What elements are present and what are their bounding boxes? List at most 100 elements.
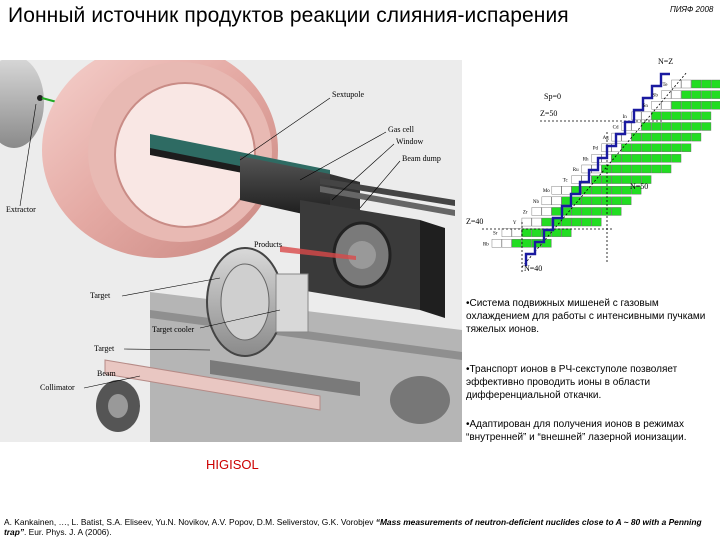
- nuclide-cell: [551, 207, 562, 216]
- nuclide-cell: [621, 122, 632, 131]
- nuclide-cell: [641, 122, 652, 131]
- label-n-eq-z: N=Z: [658, 57, 673, 66]
- nuclide-cell: [591, 185, 602, 195]
- element-label: Tc: [563, 179, 569, 184]
- element-label: Rb: [483, 242, 489, 247]
- nuclide-cell: [541, 217, 552, 227]
- nuclide-cell: [681, 122, 692, 131]
- nuclide-cell: [551, 185, 562, 195]
- nuclide-cell: [701, 79, 712, 89]
- nuclide-cell: [581, 217, 592, 227]
- nuclide-cell: [531, 239, 542, 248]
- nuclide-cell: [511, 228, 522, 237]
- nuclide-cell: [551, 228, 562, 237]
- n-eq-z-line: [521, 71, 688, 268]
- label-collimator: Collimator: [40, 383, 75, 392]
- nuclide-cell: [691, 101, 702, 110]
- rp-path: [524, 72, 670, 266]
- nuclide-cell: [661, 164, 672, 174]
- reference-authors: A. Kankainen, …, L. Batist, S.A. Eliseev…: [4, 517, 376, 527]
- nuclide-cell: [551, 196, 562, 206]
- reference-title: “Mass measurements of neutron-deficient …: [4, 517, 702, 537]
- nuclide-cell: [711, 79, 720, 89]
- nuclide-cell: [681, 111, 692, 121]
- nuclide-cell: [651, 132, 662, 142]
- nuclide-cell: [641, 164, 652, 174]
- nuclide-cell: [671, 154, 682, 163]
- element-label: Te: [663, 83, 669, 88]
- element-label: Nb: [533, 200, 540, 205]
- nuclide-cell: [671, 132, 682, 142]
- nuclide-cell: [601, 207, 612, 216]
- nuclide-cell: [631, 185, 642, 195]
- label-products: Products: [254, 240, 282, 249]
- label-target-2: Target: [94, 344, 115, 353]
- nuclide-cell: [501, 228, 512, 237]
- nuclide-cell: [531, 217, 542, 227]
- nuclide-cell: [561, 185, 572, 195]
- nuclide-cell: [501, 239, 512, 248]
- nuclide-cell: [631, 175, 642, 184]
- nuclide-cell: [641, 132, 652, 142]
- nuclide-cell: [711, 90, 720, 99]
- label-n50: N=50: [630, 182, 648, 191]
- element-label: Sb: [653, 94, 659, 99]
- nuclide-cell: [621, 164, 632, 174]
- nuclide-cell: [561, 217, 572, 227]
- nuclide-cell: [581, 207, 592, 216]
- nuclide-cell: [651, 101, 662, 110]
- nuclide-chart-drawing: N=Z Sp=0 Z=50 N=50 Z=40 N=40 TeSbSnInCdA…: [466, 57, 720, 273]
- nuclide-cell: [561, 228, 572, 237]
- nuclide-cell: [661, 90, 672, 99]
- nuclide-cell: [611, 164, 622, 174]
- element-label: Ag: [603, 136, 610, 141]
- element-label: In: [623, 115, 628, 120]
- nuclide-cell: [671, 111, 682, 121]
- nuclide-cell: [591, 175, 602, 184]
- element-label: Rh: [583, 157, 589, 162]
- label-z40: Z=40: [466, 217, 483, 226]
- nuclide-cell: [661, 154, 672, 163]
- nuclide-cell: [671, 90, 682, 99]
- label-beam-dump: Beam dump: [402, 154, 441, 163]
- nuclide-cell: [621, 132, 632, 142]
- nuclide-cell: [631, 164, 642, 174]
- nuclide-cell: [621, 196, 632, 206]
- nuclide-cell: [601, 164, 612, 174]
- extractor-body: [0, 60, 44, 148]
- nuclide-cell: [611, 207, 622, 216]
- nuclide-cell: [671, 122, 682, 131]
- nuclide-cell: [531, 228, 542, 237]
- nuclide-cell: [661, 132, 672, 142]
- nuclide-cell: [671, 143, 682, 152]
- nuclide-cell: [621, 154, 632, 163]
- label-z50: Z=50: [540, 109, 557, 118]
- nuclide-cell: [591, 217, 602, 227]
- nuclide-cell: [671, 79, 682, 89]
- nuclide-cell: [631, 132, 642, 142]
- nuclide-cell: [701, 122, 712, 131]
- nuclide-cell: [521, 228, 532, 237]
- nuclide-cell: [661, 122, 672, 131]
- nuclide-cell: [701, 101, 712, 110]
- nuclide-cell: [581, 175, 592, 184]
- nuclide-cell: [641, 154, 652, 163]
- nuclide-cells: [491, 79, 720, 248]
- bullet-3: •Адаптирован для получения ионов в режим…: [466, 419, 687, 443]
- nuclide-cell: [651, 143, 662, 152]
- element-label: Y: [513, 221, 517, 226]
- collimator: [104, 359, 321, 411]
- ion-source-figure: Sextupole Gas cell Window Beam dump Extr…: [0, 60, 462, 442]
- nuclide-cell: [681, 79, 692, 89]
- nuclide-cell: [691, 79, 702, 89]
- nuclide-cell: [541, 196, 552, 206]
- bullet-1: •Система подвижных мишеней с газовым охл…: [466, 298, 706, 335]
- nuclide-cell: [621, 175, 632, 184]
- label-window: Window: [396, 137, 423, 146]
- nuclide-cell: [611, 154, 622, 163]
- nuclide-cell: [611, 196, 622, 206]
- nuclide-cell: [651, 154, 662, 163]
- nuclide-cell: [701, 90, 712, 99]
- nuclide-cell: [571, 217, 582, 227]
